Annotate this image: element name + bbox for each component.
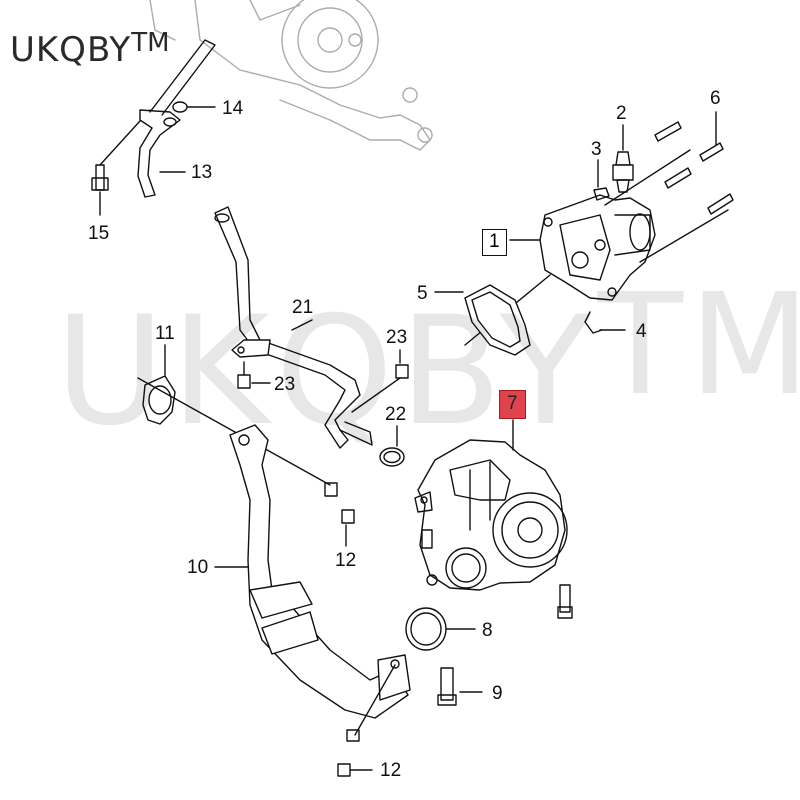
part-12-bolt-a [324,482,338,497]
part-6-bolts [654,121,734,215]
part-21-long-pipe [214,206,373,449]
part-12-bolt-c [346,729,360,742]
part-5-gasket [464,284,531,356]
watermark: UKQBYTM [55,264,800,459]
part-12-bolt-b [341,509,355,524]
callout-22: 22 [385,404,407,425]
engine-block [149,0,433,151]
part-15-bolt [91,164,109,191]
part-23-bolt-upper [351,364,409,413]
part-7-water-pump [414,439,568,591]
callout-7: 7 [499,390,526,419]
part-9-bolt [437,667,457,706]
callout-21: 21 [292,297,314,318]
callout-12-upper: 12 [335,550,357,571]
part-2-sensor [612,151,634,193]
callout-12-lower: 12 [380,760,402,781]
callout-1: 1 [482,229,507,256]
part-1-thermostat-housing [464,149,729,346]
callout-15: 15 [88,223,110,244]
part-11-gasket [142,375,176,425]
callout-23-upper: 23 [386,327,408,348]
part-13-small-pipe [137,39,216,198]
part-3-clip [593,187,610,201]
callout-11: 11 [155,323,175,344]
callout-6: 6 [710,88,721,109]
part-12-bolt-d [337,763,351,777]
part-23-bolt-lower [237,361,251,389]
callout-9: 9 [492,683,503,704]
callout-4: 4 [636,321,647,342]
callout-23-lower: 23 [274,374,296,395]
callout-5: 5 [417,283,428,304]
part-10-big-pipe [229,424,411,736]
part-pump-bolt [557,584,573,619]
callout-3: 3 [591,139,602,160]
brand-logo: UKQBYTM [10,28,170,70]
callout-2: 2 [616,103,627,124]
part-4-clip [584,311,603,334]
callout-8: 8 [482,620,493,641]
callout-13: 13 [191,162,213,183]
part-22-seal [379,447,405,467]
callout-14: 14 [222,98,244,119]
part-8-seal [405,607,447,651]
callout-10: 10 [187,557,209,578]
